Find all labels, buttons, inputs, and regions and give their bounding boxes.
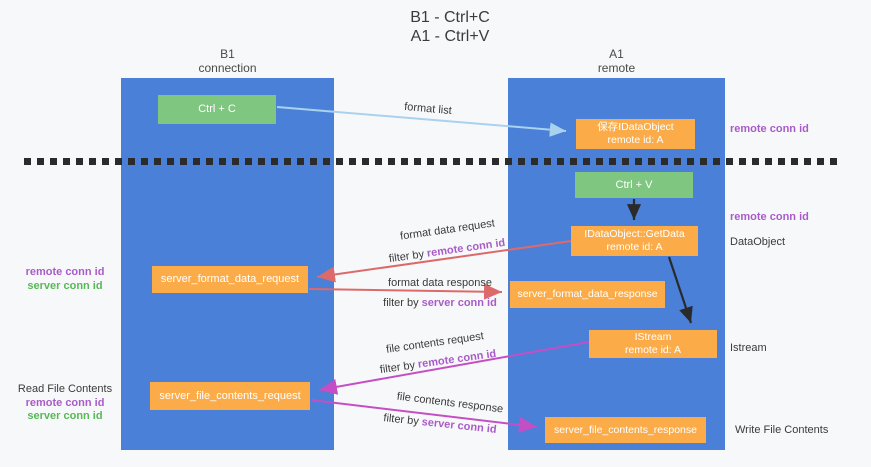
arrow-format-data-response — [308, 283, 503, 300]
filter-by-text-2: filter by — [383, 297, 419, 309]
read-server-conn-id-label: server conn id — [27, 410, 103, 422]
right-column-header: A1 remote — [508, 47, 725, 75]
idataobject-getdata-box: IDataObject::GetData remote id: A — [571, 226, 698, 256]
filter-by-text-3: filter by — [379, 359, 416, 377]
read-file-contents-stack: Read File Contents remote conn id server… — [0, 383, 130, 424]
istream-side-label: Istream — [730, 342, 767, 354]
dashed-separator-line — [24, 158, 837, 165]
save-idataobject-line2: remote id: A — [607, 134, 664, 146]
diagram-title: B1 - Ctrl+C A1 - Ctrl+V — [0, 8, 871, 46]
filter-by-text-4: filter by — [382, 412, 420, 428]
filter-server-conn-id-2: server conn id — [421, 297, 497, 309]
left-column-header: B1 connection — [121, 47, 334, 75]
save-idataobject-line1: 保存IDataObject — [597, 121, 674, 133]
left-column-name: B1 — [220, 47, 235, 61]
server-file-contents-request-box: server_file_contents_request — [150, 382, 310, 410]
left-server-conn-id-label: server conn id — [27, 279, 103, 292]
ctrl-c-box: Ctrl + C — [158, 95, 276, 124]
left-conn-id-stack: remote conn id server conn id — [0, 266, 130, 293]
right-column-name: A1 — [609, 47, 624, 61]
server-file-contents-response-label: server_file_contents_response — [553, 423, 697, 436]
istream-box: IStream remote id: A — [589, 330, 717, 358]
server-format-data-response-label: server_format_data_response — [517, 288, 658, 300]
remote-conn-id-label-top: remote conn id — [730, 123, 809, 135]
filter-remote-conn-id-3: remote conn id — [417, 347, 497, 371]
ctrl-v-label: Ctrl + V — [615, 178, 653, 191]
right-column-subtitle: remote — [597, 60, 636, 75]
remote-conn-id-label-mid: remote conn id — [730, 211, 809, 223]
format-data-response-label: format data response — [388, 277, 492, 289]
server-file-contents-request-label: server_file_contents_request — [159, 389, 301, 402]
server-format-data-request-box: server_format_data_request — [152, 266, 308, 293]
left-remote-conn-id-label: remote conn id — [25, 266, 105, 278]
title-line-2: A1 - Ctrl+V — [410, 28, 490, 45]
istream-line1: IStream — [634, 331, 672, 343]
istream-line2: remote id: A — [624, 344, 682, 356]
ctrl-c-label: Ctrl + C — [198, 103, 236, 115]
server-format-data-request-label: server_format_data_request — [160, 273, 300, 285]
filter-server-conn-id-4: server conn id — [421, 416, 498, 436]
write-file-contents-label: Write File Contents — [735, 424, 829, 436]
format-list-label: format list — [403, 100, 453, 118]
left-column-subtitle: connection — [198, 60, 257, 75]
read-file-contents-label: Read File Contents — [17, 383, 113, 395]
save-idataobject-box: 保存IDataObject remote id: A — [576, 119, 695, 149]
server-format-data-response-box: server_format_data_response — [510, 281, 665, 308]
read-remote-conn-id-label: remote conn id — [25, 396, 105, 409]
title-line-1: B1 - Ctrl+C — [410, 9, 490, 26]
filter-remote-conn-id-1: remote conn id — [426, 236, 506, 260]
getdata-line1: IDataObject::GetData — [584, 228, 685, 240]
getdata-line2: remote id: A — [606, 241, 663, 253]
filter-by-text-1: filter by — [388, 248, 425, 266]
ctrl-v-box: Ctrl + V — [575, 172, 693, 198]
dataobject-label: DataObject — [730, 236, 786, 248]
server-file-contents-response-box: server_file_contents_response — [545, 417, 706, 443]
